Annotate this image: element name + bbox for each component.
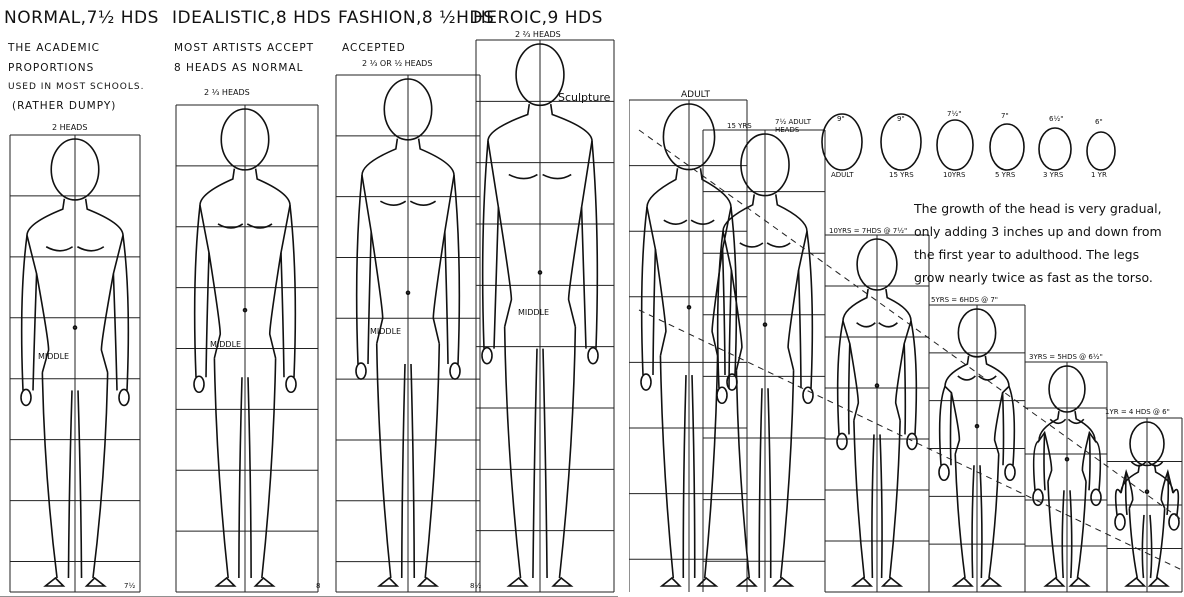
- head-size-1: 6": [1095, 118, 1103, 126]
- fashion-middle-label: MIDDLE: [370, 327, 401, 336]
- adult-figure-label: ADULT: [681, 90, 710, 100]
- idealistic-span-label: 2 ⅓ HEADS: [204, 88, 250, 97]
- child-label-3yrs: 3YRS = 5HDS @ 6½": [1029, 353, 1103, 361]
- normal-note-3: USED IN MOST SCHOOLS.: [8, 82, 144, 92]
- adult-heads-label: 7½ ADULT HEADS: [775, 118, 815, 134]
- adult-proportions-panel: NORMAL,7½ HDS IDEALISTIC,8 HDS FASHION,8…: [0, 0, 618, 597]
- child-label-10yrs: 10YRS = 7HDS @ 7½": [829, 227, 907, 235]
- growth-head-2: [937, 120, 973, 170]
- left-hand: [356, 363, 366, 379]
- column-title-normal: NORMAL,7½ HDS: [4, 8, 159, 28]
- head-caption-3: 3 YRS: [1043, 171, 1063, 179]
- idealistic-middle-label: MIDDLE: [210, 340, 241, 349]
- sculpture-label: Sculpture: [558, 91, 610, 104]
- head-size-3: 6½": [1049, 115, 1063, 123]
- head-caption-1: 1 YR: [1091, 171, 1107, 179]
- child-label-1yr: 1YR = 4 HDS @ 6": [1105, 408, 1170, 416]
- normal-note-2: PROPORTIONS: [8, 62, 94, 74]
- bottom-mark-8: 8: [316, 582, 320, 590]
- right-hand: [588, 348, 598, 364]
- normal-span-label: 2 HEADS: [52, 123, 87, 132]
- normal-middle-label: MIDDLE: [38, 352, 69, 361]
- heroic-span-label: 2 ⅔ HEADS: [515, 30, 561, 39]
- right-hand: [119, 389, 129, 405]
- bottom-mark-8-5: 8½: [470, 582, 481, 590]
- fashion-note-1: ACCEPTED: [342, 42, 406, 54]
- normal-note-4: (RATHER DUMPY): [12, 100, 116, 112]
- head-size-10: 7½": [947, 110, 961, 118]
- growth-paragraph: The growth of the head is very gradual, …: [914, 197, 1164, 289]
- left-hand: [21, 389, 31, 405]
- left-hand: [939, 464, 949, 480]
- idealistic-note-1: MOST ARTISTS ACCEPT: [174, 42, 314, 54]
- left-hand: [717, 387, 727, 403]
- column-title-fashion: FASHION,8 ½HDS: [338, 8, 494, 28]
- right-hand: [1005, 464, 1015, 480]
- left-hand: [482, 348, 492, 364]
- right-hand: [450, 363, 460, 379]
- column-title-heroic: HEROIC,9 HDS: [473, 8, 603, 28]
- right-hand: [803, 387, 813, 403]
- heroic-middle-label: MIDDLE: [518, 308, 549, 317]
- right-hand: [286, 376, 296, 392]
- idealistic-note-2: 8 HEADS AS NORMAL: [174, 62, 304, 74]
- head-caption-10: 10YRS: [943, 171, 966, 179]
- growth-proportions-drawing: [629, 0, 1184, 597]
- normal-note-1: THE ACADEMIC: [8, 42, 100, 54]
- head-size-adult: 9": [837, 115, 845, 123]
- growth-trend-line-lower: [639, 310, 1182, 570]
- column-title-idealistic: IDEALISTIC,8 HDS: [172, 8, 331, 28]
- right-hand: [907, 433, 917, 449]
- head-size-15: 9": [897, 115, 905, 123]
- growth-head-4: [1039, 128, 1071, 170]
- growth-head-5: [1087, 132, 1115, 170]
- head-caption-adult: ADULT: [831, 171, 854, 179]
- fifteen-years-label: 15 YRS: [727, 122, 752, 130]
- head-caption-5: 5 YRS: [995, 171, 1015, 179]
- growth-head-3: [990, 124, 1024, 170]
- fashion-span-label: 2 ⅓ OR ½ HEADS: [362, 59, 432, 68]
- bottom-mark-7-5: 7½: [124, 582, 135, 590]
- head-size-5: 7": [1001, 112, 1009, 120]
- left-hand: [837, 433, 847, 449]
- left-hand: [194, 376, 204, 392]
- right-hand: [1091, 489, 1101, 505]
- head-caption-15: 15 YRS: [889, 171, 914, 179]
- left-hand: [1033, 489, 1043, 505]
- left-hand: [641, 374, 651, 390]
- left-hand: [1115, 514, 1125, 530]
- child-label-5yrs: 5YRS = 6HDS @ 7": [931, 296, 998, 304]
- growth-proportions-panel: ADULT 15 YRS 7½ ADULT HEADS 9" 9" 7½" 7"…: [629, 0, 1184, 597]
